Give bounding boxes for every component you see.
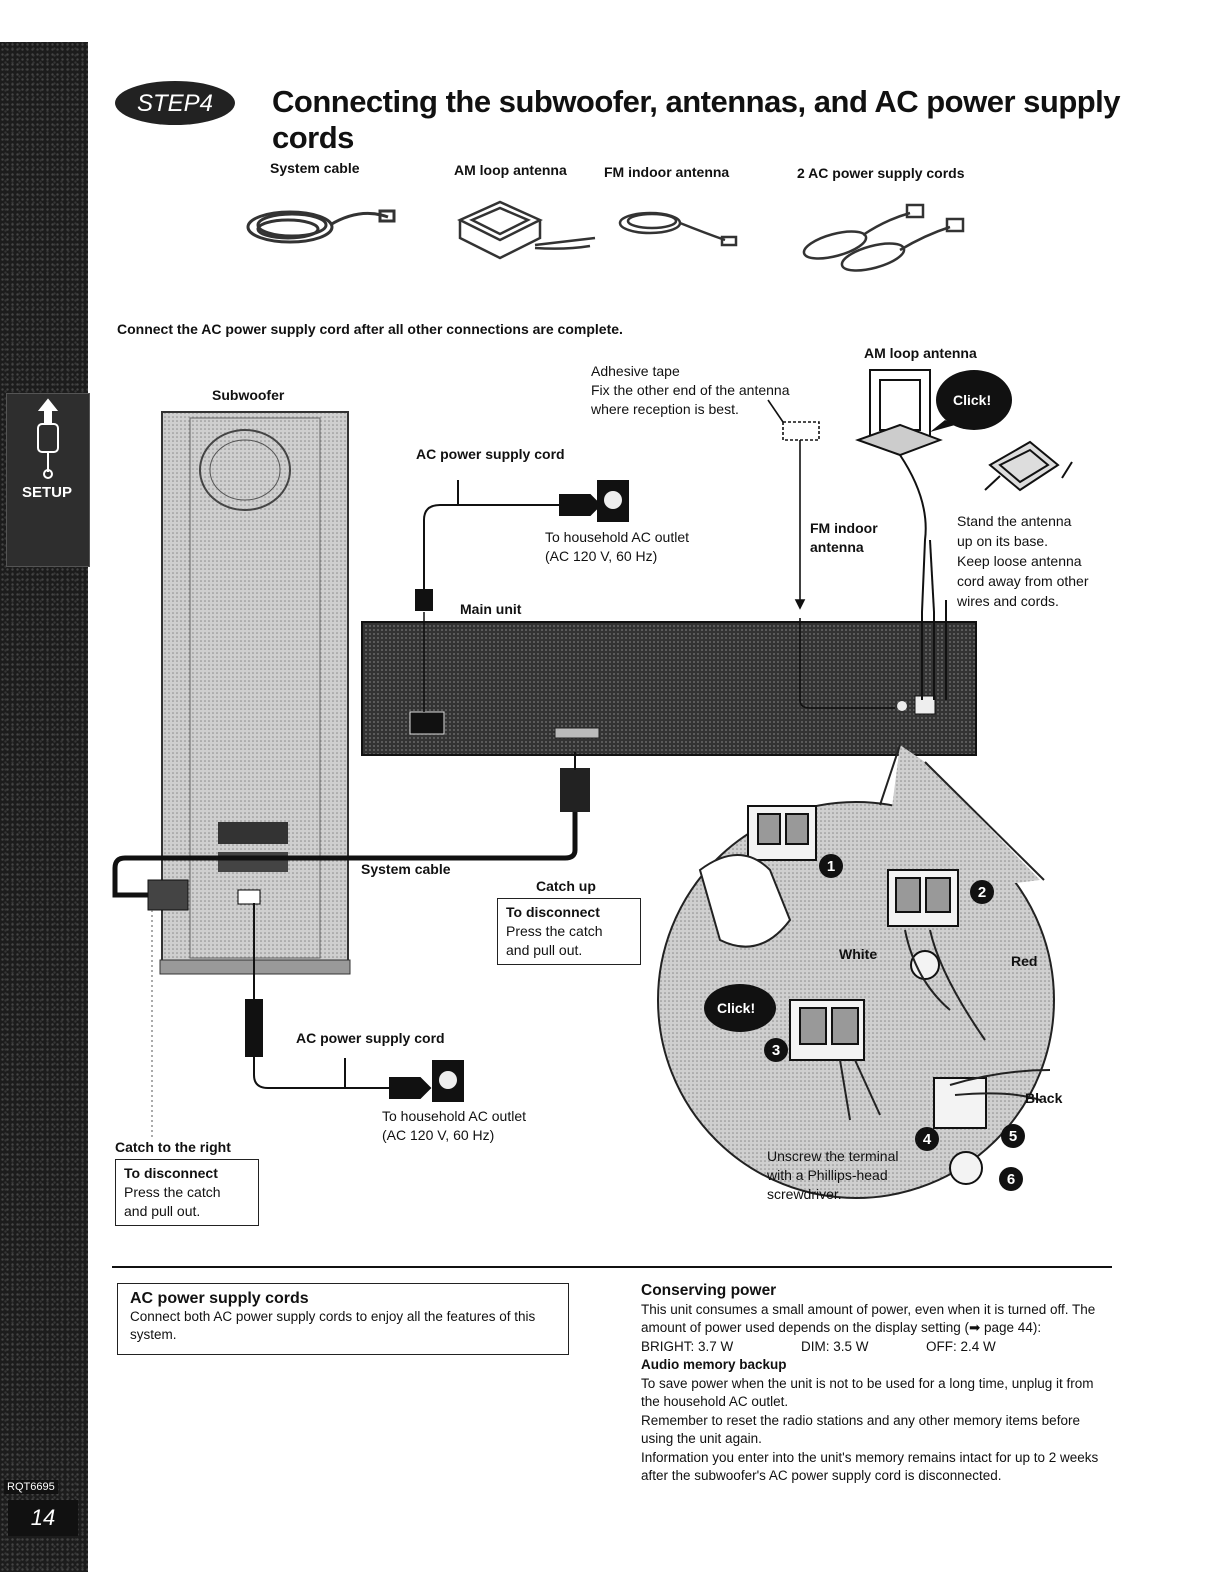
am-antenna-label: AM loop antenna (864, 345, 977, 361)
main-unit-drawing (361, 621, 977, 756)
divider-line (112, 1266, 1112, 1268)
accessory-label: 2 AC power supply cords (797, 165, 965, 181)
ac-cords-note-text: Connect both AC power supply cords to en… (130, 1309, 536, 1342)
ac-cords-note-title: AC power supply cords (130, 1290, 309, 1307)
terminal-drawings (747, 805, 987, 1185)
step-markers (764, 854, 1025, 1191)
setup-tab (6, 393, 90, 567)
catch-up-label: Catch up (536, 878, 596, 894)
fm-antenna-image (618, 211, 738, 247)
step-badge: STEP4 (113, 78, 263, 128)
system-cable-label: System cable (361, 861, 451, 877)
white-wire-label: White (839, 946, 878, 962)
outlet-bottom-label: To household AC outlet(AC 120 V, 60 Hz) (382, 1108, 526, 1143)
step-marker-6: 6 (1007, 1171, 1015, 1188)
memory-backup-p1: To save power when the unit is not to be… (641, 1375, 1094, 1410)
page-title: Connecting the subwoofer, antennas, and … (272, 84, 1121, 155)
conserving-power-section: Conserving power This unit consumes a sm… (641, 1282, 1111, 1486)
power-off: OFF: 2.4 W (926, 1338, 996, 1354)
conserving-power-text: This unit consumes a small amount of pow… (641, 1301, 1096, 1336)
section-label: SETUP (21, 484, 72, 501)
red-wire-label: Red (1011, 953, 1038, 969)
click-top-label: Click! (953, 392, 992, 408)
step-marker-2: 2 (978, 884, 986, 901)
subwoofer-drawing (159, 411, 351, 975)
plug-icon (37, 398, 59, 479)
power-bright: BRIGHT: 3.7 W (641, 1338, 734, 1354)
black-wire-label: Black (1025, 1090, 1063, 1106)
ac-cord-top-label: AC power supply cord (416, 446, 565, 462)
main-unit-label: Main unit (460, 601, 522, 617)
catch-right-label: Catch to the right (115, 1139, 231, 1155)
ac-cords-note-box: AC power supply cords Connect both AC po… (117, 1283, 569, 1355)
am-antenna-stand-drawing (984, 440, 1073, 492)
model-code: RQT6695 (4, 1480, 58, 1494)
power-dim: DIM: 3.5 W (801, 1338, 869, 1354)
subwoofer-label: Subwoofer (212, 387, 285, 403)
system-cable-image (246, 209, 396, 244)
click-bottom-label: Click! (717, 1000, 756, 1016)
am-antenna-image (457, 200, 596, 260)
side-strip (0, 42, 88, 1572)
step-badge-text: STEP4 (137, 90, 213, 117)
instruction-text: Connect the AC power supply cord after a… (117, 321, 623, 337)
ac-cords-image (802, 203, 965, 272)
memory-backup-title: Audio memory backup (641, 1357, 787, 1372)
ac-cord-bottom-label: AC power supply cord (296, 1030, 445, 1046)
outlet-top-label: To household AC outlet(AC 120 V, 60 Hz) (545, 529, 689, 564)
accessory-label: AM loop antenna (454, 162, 567, 178)
memory-backup-p3: Information you enter into the unit's me… (641, 1449, 1099, 1484)
conserving-power-title: Conserving power (641, 1282, 777, 1299)
page-number: 14 (8, 1500, 78, 1536)
power-values: BRIGHT: 3.7 W DIM: 3.5 W OFF: 2.4 W (641, 1338, 1111, 1357)
step-marker-5: 5 (1009, 1128, 1017, 1145)
step-marker-1: 1 (827, 858, 835, 875)
step-marker-3: 3 (772, 1042, 780, 1059)
accessory-label: System cable (270, 160, 360, 176)
step-marker-4: 4 (923, 1131, 932, 1148)
accessory-label: FM indoor antenna (604, 164, 730, 180)
memory-backup-p2: Remember to reset the radio stations and… (641, 1412, 1080, 1447)
